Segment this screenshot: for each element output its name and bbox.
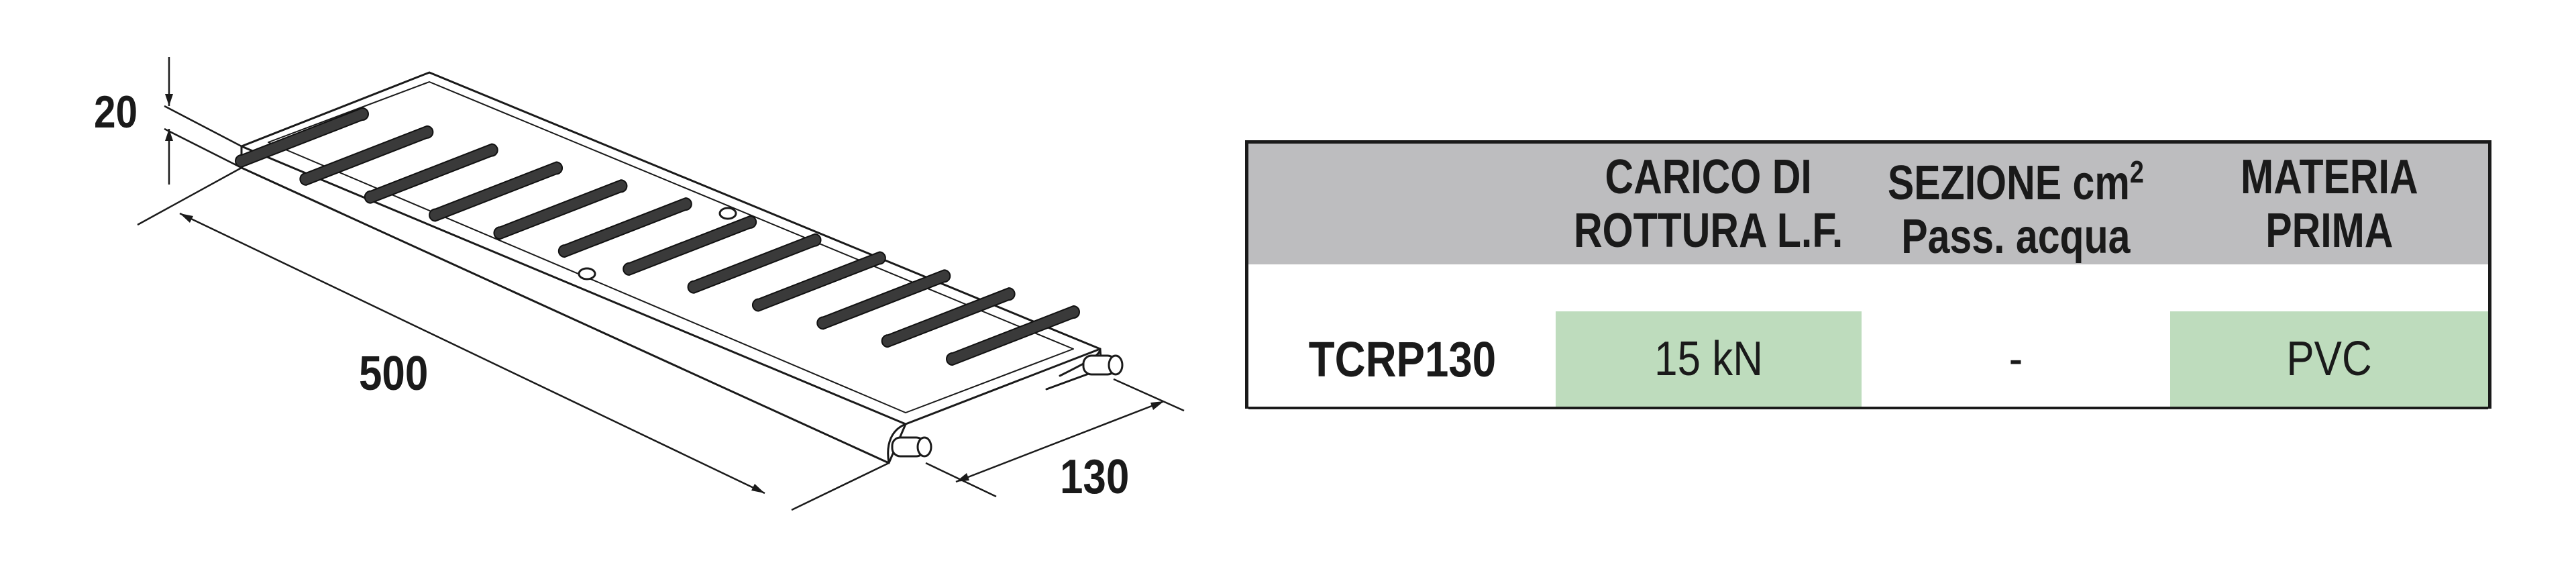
- header-load: CARICO DI ROTTURA L.F.: [1556, 144, 1862, 264]
- grating-slot: [299, 125, 434, 186]
- grating-slot: [429, 161, 564, 222]
- grating-slot: [623, 215, 757, 276]
- dim-width-line: [955, 400, 1165, 483]
- dim-height-ext-top: [164, 105, 242, 148]
- arrow-length-right: [751, 484, 765, 493]
- cell-material: PVC: [2170, 311, 2488, 407]
- header-material-line1: MATERIA: [2240, 150, 2418, 204]
- header-material: MATERIA PRIMA: [2170, 144, 2488, 264]
- arrow-width-right: [1150, 401, 1164, 410]
- header-section-line1: SEZIONE cm2: [1888, 145, 2144, 210]
- pin-front-cap: [916, 436, 932, 458]
- grating-slot: [235, 107, 369, 168]
- header-section: SEZIONE cm2 Pass. acqua: [1862, 144, 2170, 264]
- grating-drawing: [137, 57, 1185, 511]
- screw-holes: [578, 207, 737, 280]
- grating-slots: [235, 107, 1080, 366]
- dim-label-height: 20: [94, 87, 138, 138]
- grating-slot: [687, 233, 822, 294]
- header-section-superscript: 2: [2129, 154, 2144, 189]
- arrow-length-left: [180, 213, 193, 223]
- table-header-row: CARICO DI ROTTURA L.F. SEZIONE cm2 Pass.…: [1248, 144, 2488, 264]
- grating-slot: [816, 269, 951, 330]
- cell-load: 15 kN: [1556, 311, 1862, 407]
- cell-product-code: TCRP130: [1308, 331, 1496, 387]
- connection-pins: [891, 354, 1124, 458]
- grating-slot: [946, 305, 1080, 366]
- spec-table: CARICO DI ROTTURA L.F. SEZIONE cm2 Pass.…: [1245, 140, 2491, 409]
- grating-slot: [493, 179, 628, 240]
- dim-label-length: 500: [359, 347, 429, 401]
- arrow-height-bottom: [165, 129, 173, 141]
- dim-height-ext-bottom: [164, 127, 242, 169]
- screw-hole-1: [718, 207, 737, 220]
- pin-right-cap: [1108, 354, 1124, 376]
- grating-slot: [881, 287, 1016, 348]
- header-material-line2: PRIMA: [2265, 204, 2394, 258]
- cell-section: -: [2008, 332, 2023, 386]
- arrow-height-top: [165, 94, 173, 106]
- arrow-width-left: [956, 473, 969, 482]
- header-section-line2: Pass. acqua: [1901, 209, 2131, 264]
- dim-length-ext-right: [791, 462, 890, 511]
- grating-end-profile-front: [887, 423, 907, 464]
- screw-hole-2: [578, 267, 596, 280]
- header-load-line2: ROTTURA L.F.: [1574, 204, 1843, 258]
- dim-label-width: 130: [1060, 450, 1130, 504]
- grating-slot: [557, 197, 692, 258]
- table-bottom-rule: [1248, 407, 2488, 409]
- table-row: TCRP130 15 kN - PVC: [1248, 311, 2488, 407]
- grating-inner-rim: [268, 81, 1074, 413]
- header-section-line1-text: SEZIONE cm: [1888, 156, 2130, 210]
- grating-front-edge: [240, 145, 907, 464]
- dim-length-ext-left: [137, 166, 242, 226]
- grating-slot: [364, 143, 498, 204]
- dim-width-ext-right: [1113, 378, 1185, 412]
- dim-length-line: [179, 212, 765, 495]
- grating-slot: [751, 251, 886, 312]
- header-load-line1: CARICO DI: [1605, 150, 1813, 204]
